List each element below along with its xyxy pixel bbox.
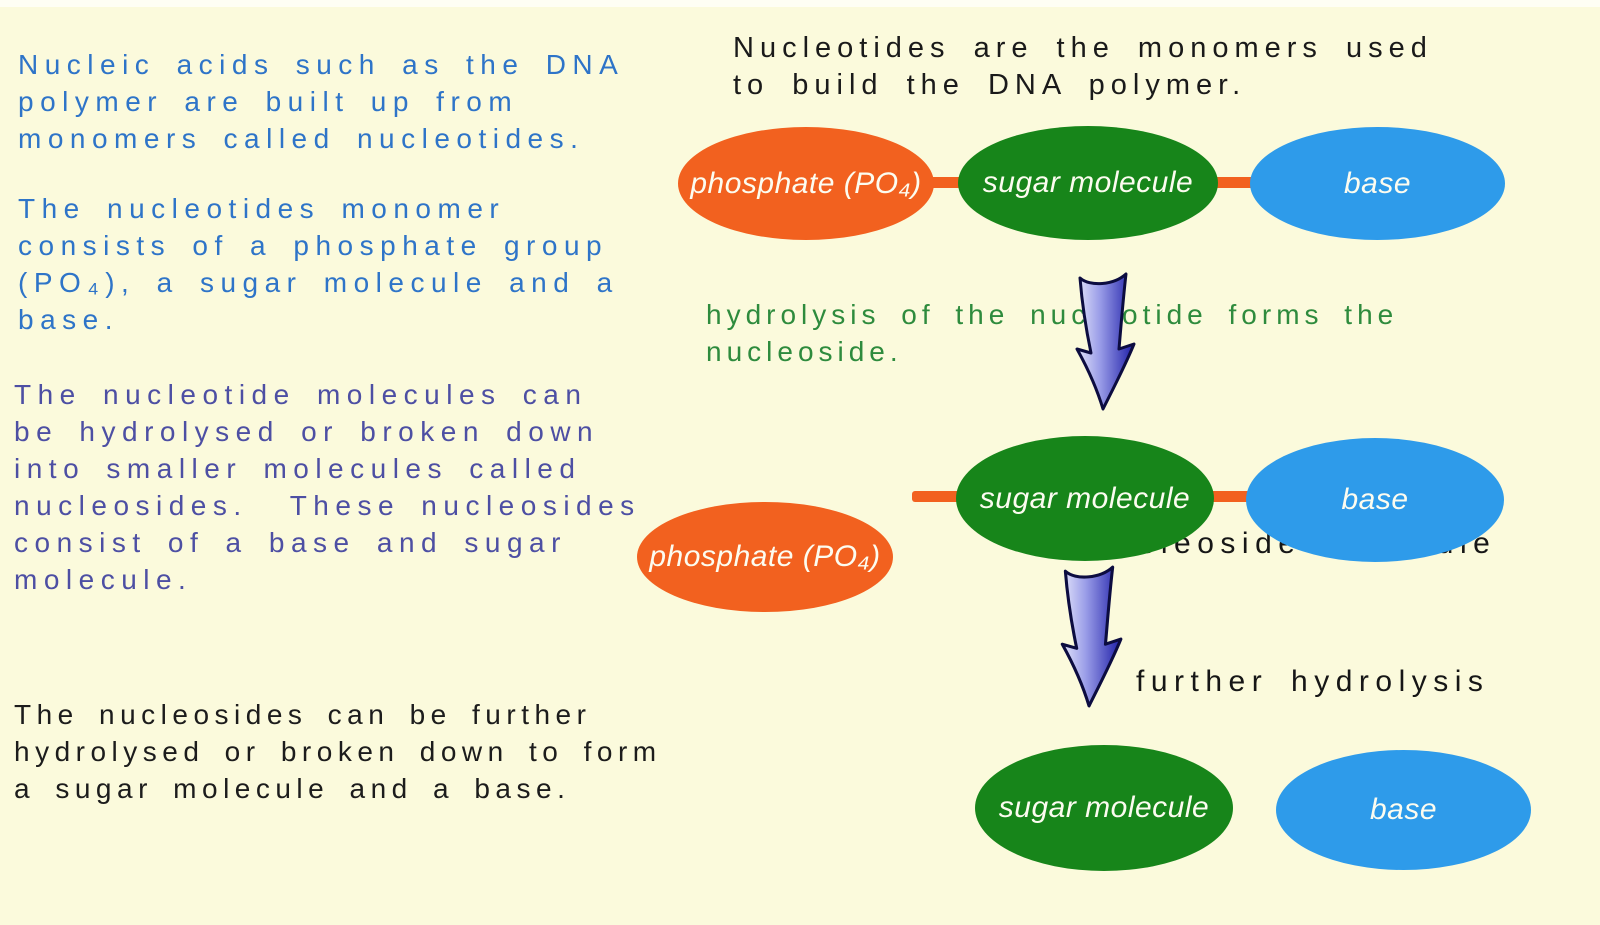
broken-bond-stub: [912, 491, 962, 502]
sugar-label: sugar molecule: [979, 481, 1191, 515]
base-label: base: [1343, 166, 1412, 200]
sugar-ellipse-row3: sugar molecule: [975, 745, 1233, 871]
base-label: base: [1369, 793, 1438, 826]
text-line: Nucleotides are the monomers used: [733, 32, 1433, 64]
text-line: monomers called nucleotides.: [18, 123, 585, 154]
hydrolysis-caption: hydrolysis of the nucleotide forms the n…: [706, 296, 1398, 370]
bond-line-sugar-base-row2: [1204, 491, 1254, 502]
sugar-label: sugar molecule: [998, 791, 1210, 824]
text-line: hydrolysed or broken down to form: [14, 736, 662, 767]
paragraph-hydrolysis: The nucleotide molecules can be hydrolys…: [14, 376, 641, 598]
bond-line-phosphate-sugar: [922, 177, 966, 188]
text-line: hydrolysis of the nucleotide forms the: [706, 299, 1399, 330]
bond-line-sugar-base: [1208, 177, 1258, 188]
diagram-heading: Nucleotides are the monomers used to bui…: [733, 30, 1433, 104]
text-line: nucleoside.: [706, 336, 903, 367]
text-line: consist of a base and sugar: [14, 527, 567, 558]
text-line: (PO₄), a sugar molecule and a: [18, 267, 619, 298]
sugar-ellipse-row1: sugar molecule: [958, 126, 1218, 240]
down-arrow-icon: [1060, 565, 1123, 708]
text-line: a sugar molecule and a base.: [14, 773, 571, 804]
base-label: base: [1341, 483, 1409, 516]
text-line: molecule.: [14, 564, 193, 595]
text-line: polymer are built up from: [18, 86, 519, 117]
sugar-ellipse-row2: sugar molecule: [956, 436, 1214, 561]
text-line: Nucleic acids such as the DNA: [18, 49, 625, 80]
text-line: The nucleotide molecules can: [14, 379, 588, 410]
paragraph-further-hydrolysis: The nucleosides can be further hydrolyse…: [14, 696, 662, 807]
phosphate-label: phosphate (PO₄): [690, 166, 922, 200]
phosphate-label: phosphate (PO₄): [649, 540, 881, 573]
top-edge-strip: [0, 0, 1600, 7]
base-ellipse-row2: base: [1246, 438, 1504, 562]
text-line: to build the DNA polymer.: [733, 69, 1247, 101]
sugar-label: sugar molecule: [982, 166, 1194, 199]
paragraph-nucleotide-monomer: The nucleotides monomer consists of a ph…: [18, 190, 619, 338]
further-hydrolysis-label: further hydrolysis: [1136, 665, 1490, 698]
text-line: consists of a phosphate group: [18, 230, 609, 261]
paragraph-nucleic-acids: Nucleic acids such as the DNA polymer ar…: [18, 46, 624, 157]
text-line: nucleosides. These nucleosides: [14, 490, 641, 521]
phosphate-ellipse-row2: phosphate (PO₄): [637, 502, 893, 612]
text-line: be hydrolysed or broken down: [14, 416, 600, 447]
base-ellipse-row3: base: [1276, 750, 1531, 870]
text-line: into smaller molecules called: [14, 453, 582, 484]
text-line: The nucleosides can be further: [14, 699, 592, 730]
down-arrow-icon: [1075, 272, 1136, 411]
text-line: The nucleotides monomer: [18, 193, 506, 224]
phosphate-ellipse-row1: phosphate (PO₄): [678, 127, 934, 240]
text-line: base.: [18, 304, 119, 335]
base-ellipse-row1: base: [1250, 127, 1505, 240]
